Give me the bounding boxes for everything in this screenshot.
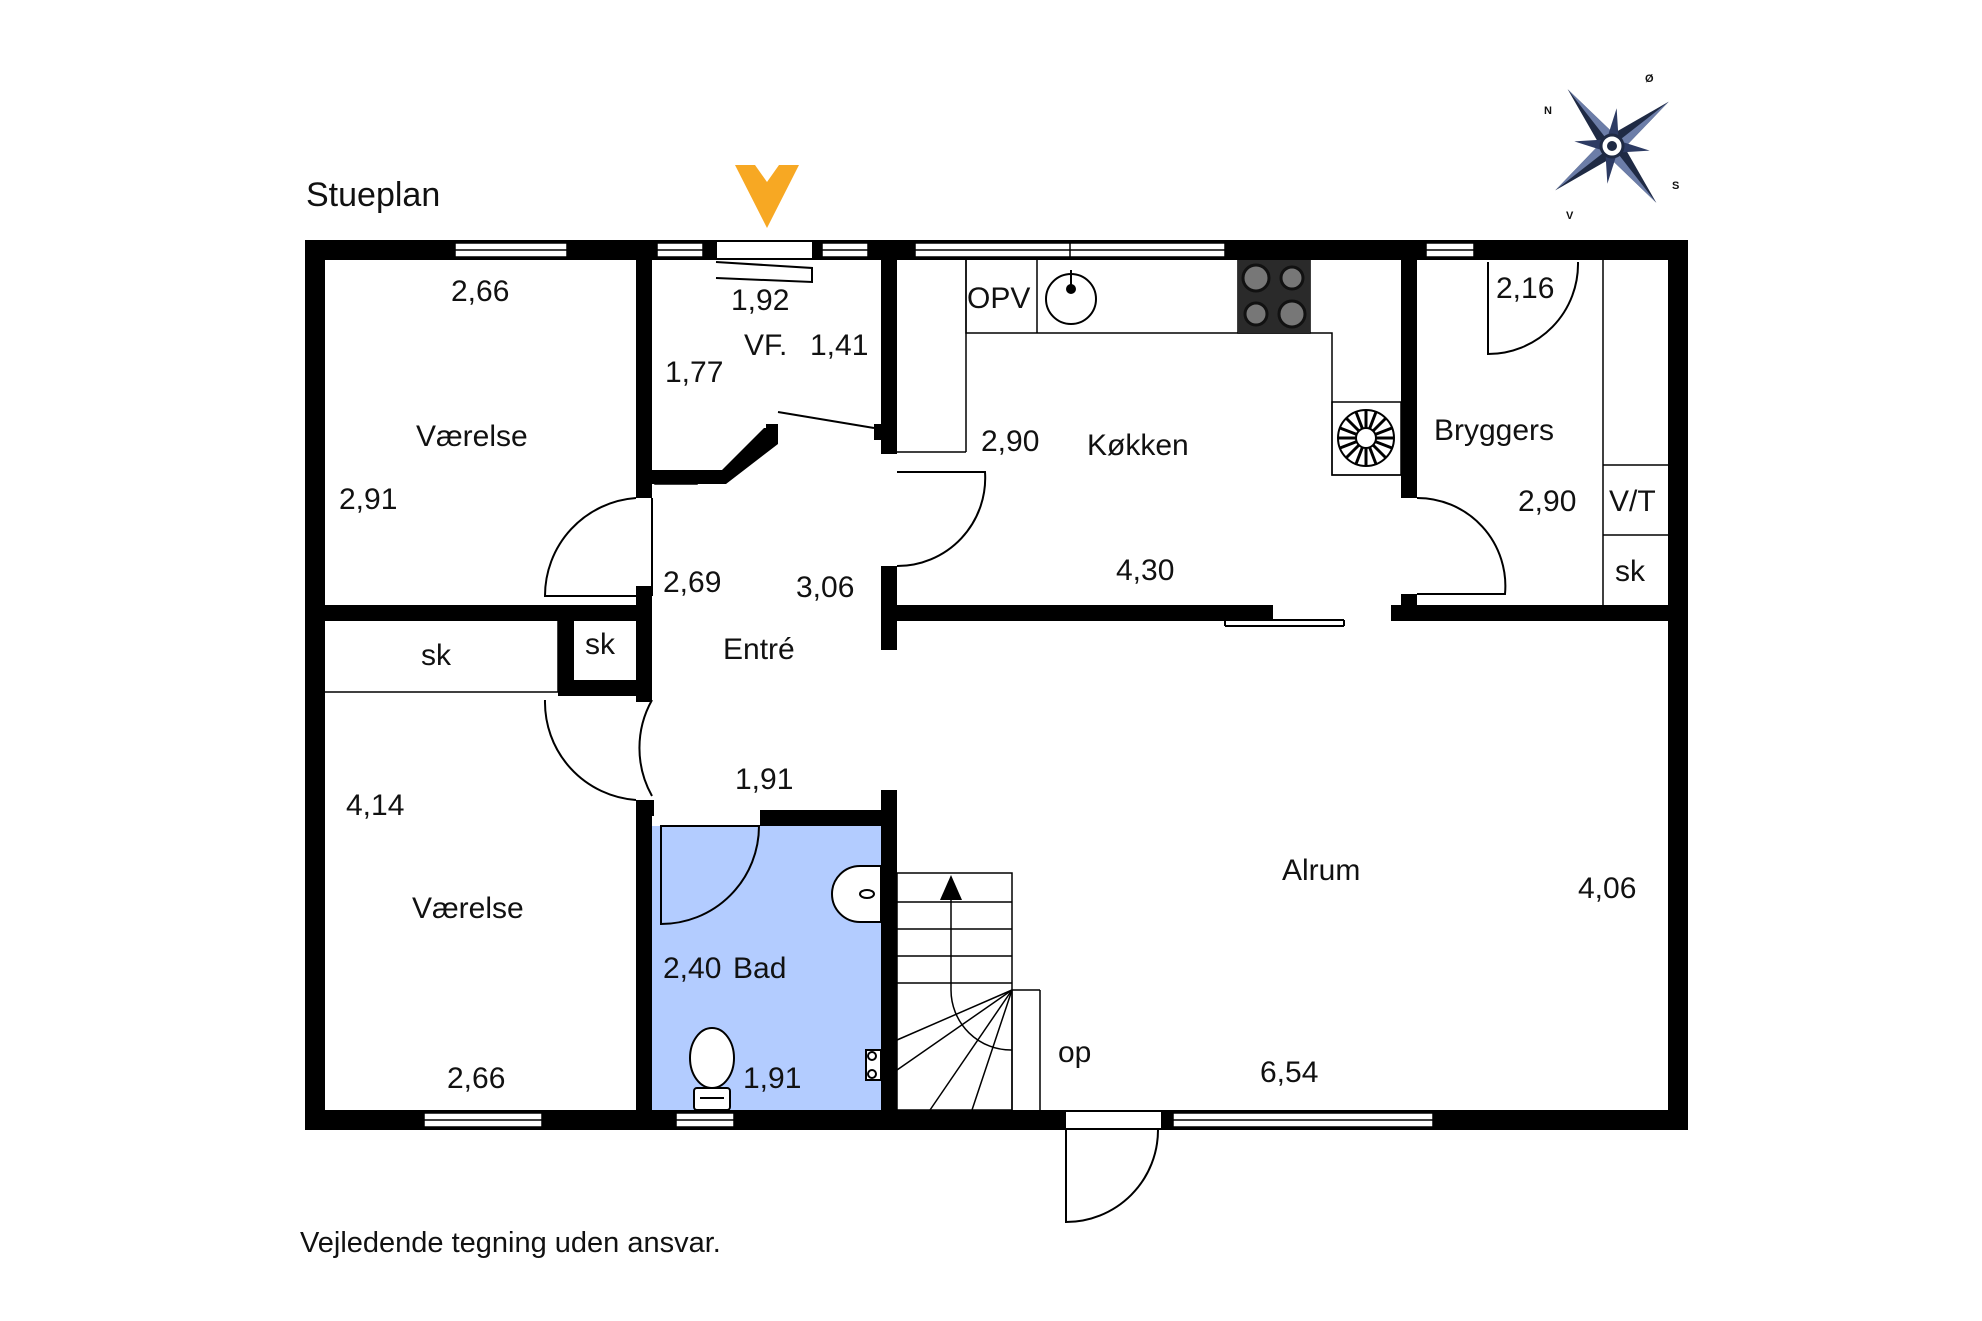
entre-width: 2,69 — [663, 566, 721, 599]
entre-sk-1: sk — [421, 639, 452, 672]
disclaimer-text: Vejledende tegning uden ansvar. — [300, 1227, 721, 1259]
bryggers-vt: V/T — [1609, 485, 1656, 518]
vf-name: VF. — [744, 329, 787, 362]
vf-door-frame — [777, 411, 875, 429]
bad-width: 1,91 — [735, 763, 793, 796]
vf-width: 1,92 — [731, 284, 789, 317]
washbasin-icon — [831, 865, 882, 923]
plan-title: Stueplan — [306, 176, 440, 214]
vaerelse-top-width: 2,66 — [451, 275, 509, 308]
bad-name: Bad — [733, 952, 786, 985]
vaerelse-bottom-width: 2,66 — [447, 1062, 505, 1095]
vf-side: 1,77 — [665, 356, 723, 389]
sink-icon — [1045, 270, 1097, 325]
compass-v-label: V — [1566, 210, 1574, 222]
vaerelse-top-depth: 2,91 — [339, 483, 397, 516]
bryggers-depth: 2,90 — [1518, 485, 1576, 518]
entre-depth: 3,06 — [796, 571, 854, 604]
kokken-name: Køkken — [1087, 429, 1189, 462]
room-labels: 2,66 Værelse 2,91 1,92 VF. 1,41 1,77 OPV… — [339, 272, 1656, 1095]
entrance-marker-icon — [735, 165, 799, 228]
compass-s-label: S — [1672, 180, 1679, 192]
bryggers-name: Bryggers — [1434, 414, 1554, 447]
stairs-label: op — [1058, 1036, 1091, 1069]
vaerelse-bottom-name: Værelse — [412, 892, 524, 925]
door-swings — [543, 261, 1580, 1224]
kokken-width: 4,30 — [1116, 554, 1174, 587]
compass-rose-icon — [1555, 89, 1669, 203]
stairs-arrow-icon — [940, 875, 962, 900]
compass-o-label: Ø — [1645, 73, 1654, 85]
staircase — [896, 872, 1041, 1111]
toilet-icon — [689, 1027, 735, 1111]
vf-depth: 1,41 — [810, 329, 868, 362]
bryggers-width: 2,16 — [1496, 272, 1554, 305]
kokken-depth: 2,90 — [981, 425, 1039, 458]
alrum-name: Alrum — [1282, 854, 1360, 887]
bryggers-sk: sk — [1615, 555, 1646, 588]
vaerelse-top-name: Værelse — [416, 420, 528, 453]
bad-width-2: 1,91 — [743, 1062, 801, 1095]
shower-valve-icon — [865, 1049, 882, 1081]
interior-walls — [305, 240, 1688, 1120]
kitchen-counters — [325, 259, 1668, 693]
kokken-opv: OPV — [967, 282, 1030, 315]
fan-icon — [1337, 409, 1395, 467]
bad-depth: 2,40 — [663, 952, 721, 985]
windows — [423, 242, 1475, 1128]
vaerelse-bottom-depth: 4,14 — [346, 789, 404, 822]
alrum-width: 6,54 — [1260, 1056, 1318, 1089]
entre-sk-2: sk — [585, 628, 616, 661]
alrum-depth: 4,06 — [1578, 872, 1636, 905]
entre-name: Entré — [723, 633, 795, 666]
compass-n-label: N — [1544, 105, 1552, 117]
stove-icon — [1238, 260, 1310, 333]
